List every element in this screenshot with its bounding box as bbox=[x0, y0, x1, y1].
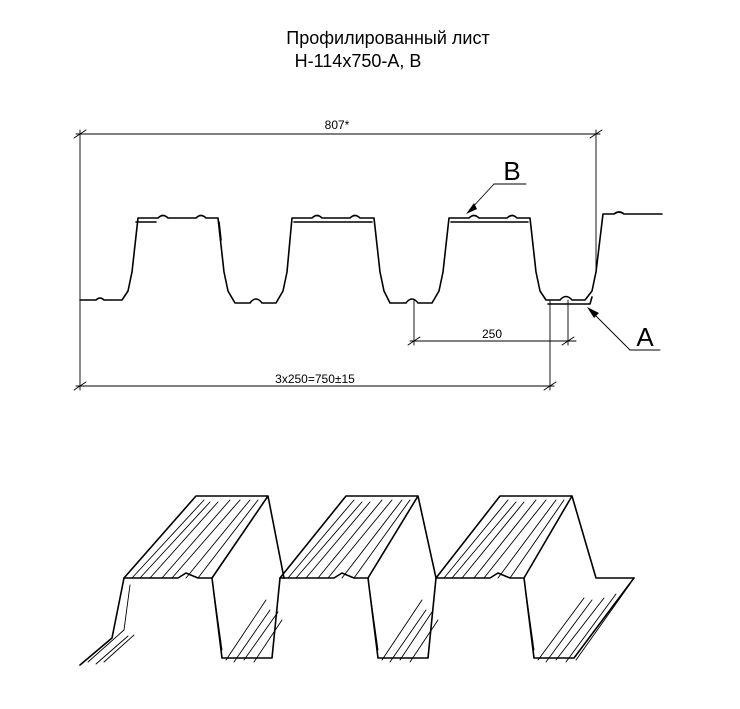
isometric-view bbox=[79, 495, 635, 666]
profile-section bbox=[79, 211, 663, 305]
total-width-dimension: 3х250=750±15 bbox=[275, 372, 355, 386]
isometric-top-edges bbox=[123, 495, 635, 579]
isometric-rib-lines bbox=[87, 499, 631, 665]
profile-designation: Н-114х750-А, В bbox=[294, 51, 422, 71]
callout-a-label: А bbox=[636, 322, 654, 352]
isometric-front-face bbox=[79, 572, 635, 666]
pitch-dimension: 250 bbox=[482, 327, 502, 341]
callout-b-label: В bbox=[503, 156, 520, 186]
callout-a-leader bbox=[587, 307, 661, 351]
callout-b-leader bbox=[466, 183, 527, 214]
profile-outline-inner bbox=[135, 221, 593, 305]
profile-outline bbox=[79, 211, 663, 304]
drawing-title: Профилированный лист bbox=[286, 28, 490, 48]
overall-width-dimension: 807* bbox=[325, 118, 350, 132]
dimension-lines bbox=[73, 129, 603, 391]
